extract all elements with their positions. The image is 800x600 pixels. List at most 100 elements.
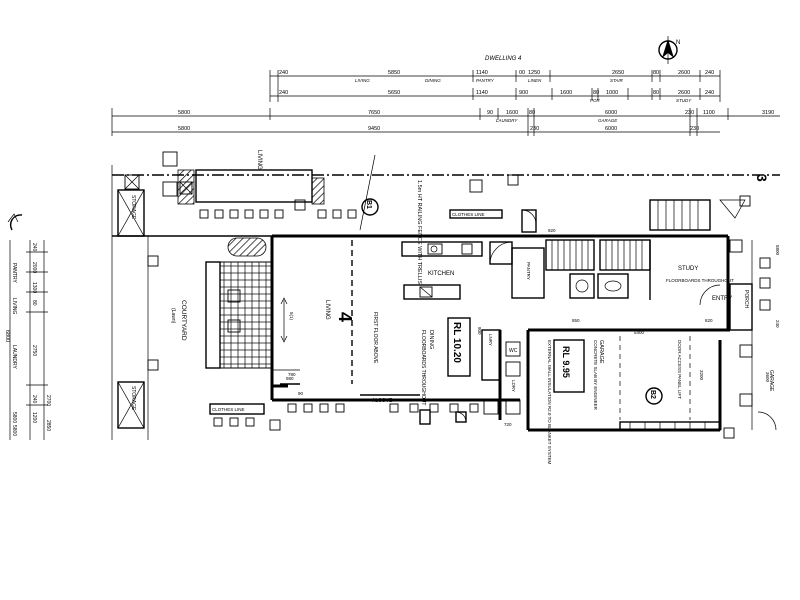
dim-r3-0: 5800 [178, 110, 190, 116]
pantry-label: PANTRY [526, 262, 531, 280]
dim-r3-4: 80 [529, 110, 535, 116]
dim-r2-7: 80 [653, 90, 659, 96]
living-label: LIVING [324, 300, 330, 320]
dim-r3-6: 230 [685, 110, 694, 116]
dim-r3-7: 1100 [703, 110, 715, 116]
dim-r1-0: 240 [279, 70, 288, 76]
dim-l-4: 2750 [31, 345, 37, 356]
lbl-r3-1: GARAGE [598, 118, 618, 123]
dim-l-3: 80 [31, 300, 37, 306]
dim-r2-0: 240 [279, 90, 288, 96]
dwelling-title: DWELLING 4 [485, 56, 522, 62]
garage-right-label: GARAGE [768, 370, 774, 392]
dim-l-2: 1300 [31, 282, 37, 293]
dim-l-5: 240 [31, 395, 37, 404]
lbl-r1-2: PANTRY [476, 78, 495, 83]
dim-850: 850 [572, 318, 580, 323]
left-dimensions: 6800 240 2000 1300 80 2750 240 1200 2700… [4, 213, 51, 440]
dim-r4-0: 5800 [178, 126, 190, 132]
dim-l-6: 1200 [31, 412, 37, 423]
dim-820: 820 [705, 318, 713, 323]
study-entry: STUDY FLOORBOARDS THROUGHOUT ENTRY PORCH… [572, 239, 780, 430]
north-label: N [676, 40, 680, 46]
rl2-label: RL 9.95 [561, 346, 571, 378]
dim-3600: 3600 [765, 372, 770, 383]
dim-r3-3: 1600 [506, 110, 518, 116]
dim-r2-2: 1140 [476, 90, 488, 96]
b1-marker: B1 [365, 200, 372, 209]
courtyard-label: COURTYARD [180, 300, 187, 341]
lnry-label: LNRY [488, 334, 493, 346]
dining-label: DINING [428, 330, 434, 349]
living-dining: 4 LIVING 5(1) FIRST FLOOR ABOVE KITCHEN … [272, 241, 545, 405]
top-dimensions: DWELLING 4 240 5850 1140 00 1250 2650 80… [111, 56, 780, 136]
dim-r1-6: 80 [653, 70, 659, 76]
garage: RL 9.95 EXTERNAL WALL INSULATION R2.0 TO… [547, 330, 777, 464]
lbl-r1-1: DINING [425, 78, 441, 83]
dwelling-walls [270, 234, 730, 432]
study-sub: FLOORBOARDS THROUGHOUT [666, 278, 734, 283]
living-above-label: LIVING [256, 150, 262, 170]
dim-5400: 5400 [634, 330, 645, 335]
dim-r2-9: 240 [705, 90, 714, 96]
dim-90: 90 [298, 391, 304, 396]
dim-r4-3: 6000 [605, 126, 617, 132]
dim-3200: 3200 [699, 370, 704, 381]
storage-top: STORAGE [130, 195, 136, 220]
north-arrow-icon: N [658, 36, 680, 64]
lower-strip: CLOTHES LINE ALCOVE 780 90 [209, 372, 499, 431]
study-label: STUDY [678, 266, 698, 272]
dim-r1-7: 2600 [678, 70, 690, 76]
entry-label: ENTRY [712, 296, 732, 302]
laundry-wc: LNRY WC LDRY 720 [481, 329, 521, 427]
dim-r3-8: 3190 [762, 110, 774, 116]
dim-r4-1: 9450 [368, 126, 380, 132]
lbl-r1-4: STAIR [610, 78, 624, 83]
porch-label: PORCH [743, 290, 749, 308]
dim-780: 780 [288, 372, 296, 377]
dim-r4-2: 230 [530, 126, 539, 132]
dim-r2-6: 1000 [606, 90, 618, 96]
dim-920: 920 [548, 228, 556, 233]
rl-label: RL 10.20 [451, 322, 462, 363]
dim-r2-4: 1600 [560, 90, 572, 96]
lbl-r2-1: STUDY [676, 98, 692, 103]
courtyard-sub: (Lawn) [170, 308, 176, 324]
ldry-label: LDRY [511, 380, 516, 392]
unit-number: 4 [335, 312, 355, 322]
dim-r2-1: 5650 [388, 90, 400, 96]
kitchen-label: KITCHEN [428, 271, 454, 277]
dim-720: 720 [504, 422, 512, 427]
dim-r1-8: 240 [705, 70, 714, 76]
lbl-r1-0: LIVING [355, 78, 370, 83]
garage-sub: CONCRETE SLAB BY ENGINEER [593, 340, 598, 411]
dim-r1-2: 1140 [476, 70, 488, 76]
dim-r3-1: 7650 [368, 110, 380, 116]
wc-label: WC [509, 348, 518, 354]
lbl-l-0: PANTRY [11, 263, 17, 283]
lbl-r1-3: LINEN [528, 78, 542, 83]
dim-r4-4: 230 [690, 126, 699, 132]
dim-5800r: 5800 [775, 245, 780, 256]
lbl-r3-0: LAUNDRY [496, 118, 518, 123]
dim-r3-5: 6000 [605, 110, 617, 116]
garage-label: GARAGE [598, 340, 604, 364]
alcove-label: ALCOVE [372, 398, 393, 404]
upper-balcony: LIVING 1.5m HT RAILING FENCE WITH TRELLI… [124, 150, 537, 284]
lbl-r2-0: POR [590, 98, 601, 103]
clothes-line-top: CLOTHES LINE [452, 212, 485, 217]
lbl-l-4: 5800 [11, 425, 17, 436]
dim-r2-3: 900 [519, 90, 528, 96]
floorboards-label: FLOORBOARDS THROUGHOUT [420, 330, 426, 405]
b2-marker: B2 [649, 390, 656, 399]
dim-l-8: 2850 [45, 420, 51, 431]
dim-far-left: 6800 [4, 330, 10, 342]
lbl-l-1: LIVING [11, 298, 17, 315]
dim-r1-4: 1250 [528, 70, 540, 76]
dim-r1-3: 00 [519, 70, 525, 76]
dim-l-1: 2000 [31, 262, 37, 273]
dim-r1-1: 5850 [388, 70, 400, 76]
lbl-l-3: 5800 [11, 412, 17, 423]
dim-r2-8: 2600 [678, 90, 690, 96]
